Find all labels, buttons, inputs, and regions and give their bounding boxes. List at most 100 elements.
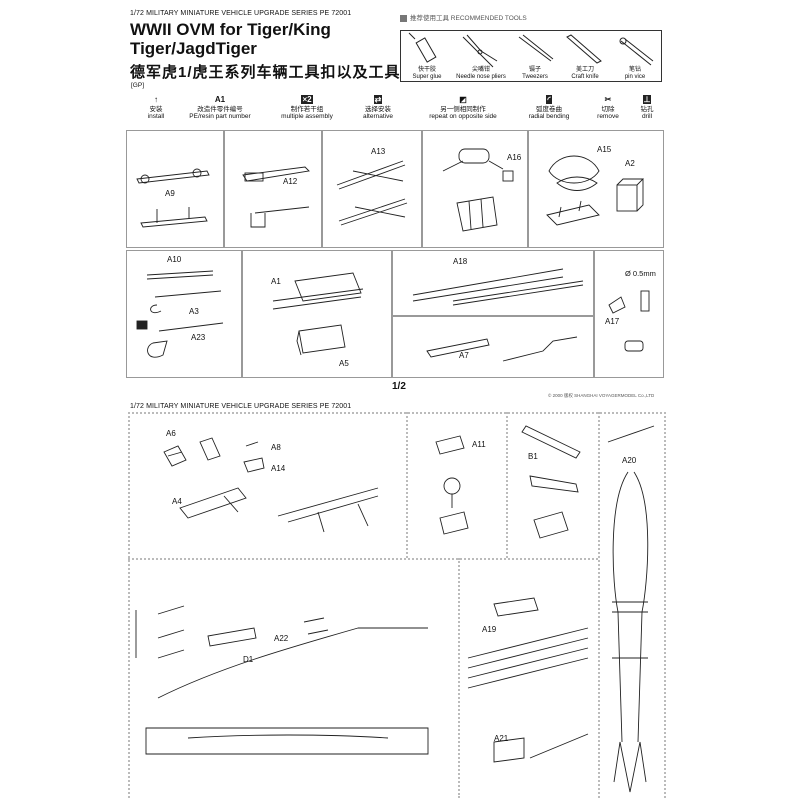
drill-icon: ⊥ [632, 95, 662, 106]
label-a5: A5 [339, 359, 349, 368]
a20-drawing [607, 425, 655, 793]
legend-remove-cn: 切除 [601, 106, 615, 113]
label-a8: A8 [271, 443, 281, 452]
part-number-symbol: A1 [214, 95, 226, 104]
tool-knife-cn: 美工刀 [575, 67, 594, 73]
panel-a9: A9 [126, 130, 224, 248]
label-a1: A1 [271, 277, 281, 286]
label-a19: A19 [482, 625, 497, 634]
legend-remove-en: remove [597, 113, 619, 120]
legend-bending-en: radial bending [528, 113, 570, 120]
label-a14: A14 [271, 464, 286, 473]
title-chinese: 德军虎1/虎王系列车辆工具扣以及工具 [130, 64, 401, 81]
label-a3: A3 [189, 307, 199, 316]
bend-icon: ◜ [516, 95, 582, 106]
panel-a7: A7 [392, 316, 594, 378]
tool-glue-en: Super glue [412, 74, 442, 80]
label-a12: A12 [283, 177, 298, 186]
square-icon [400, 14, 407, 22]
divider-right [664, 412, 666, 798]
a16-drawing [442, 148, 514, 232]
legend-drill-en: drill [641, 113, 653, 120]
label-a13: A13 [371, 147, 386, 156]
d1-a22-drawing [135, 605, 429, 755]
a10-a3-a23-drawing [136, 270, 224, 358]
legend-install-cn: 安装 [149, 106, 163, 113]
tool-tweezers-en: Tweezers [522, 74, 548, 80]
scissors-icon: ✂ [604, 95, 612, 104]
tools-heading-text: 推荐使用工具 RECOMMENDED TOOLS [410, 15, 527, 22]
a12-drawing [242, 166, 310, 228]
divider-mid-4 [458, 558, 460, 798]
label-a16: A16 [507, 153, 522, 162]
tool-pliers-cn: 尖嘴钳 [471, 67, 490, 73]
multiply-symbol: ×2 [301, 95, 313, 104]
label-a9: A9 [165, 189, 175, 198]
divider-left [128, 412, 130, 798]
title-line-1: WWII OVM for Tiger/King [130, 20, 331, 39]
series-label: 1/72 MILITARY MINIATURE VEHICLE UPGRADE … [130, 10, 352, 17]
legend-multiple-en: multiple assembly [281, 113, 333, 120]
label-a22: A22 [274, 634, 289, 643]
page-mark: 1/2 [392, 381, 406, 392]
label-a23: A23 [191, 333, 206, 342]
legend-part-cn: 改造件零件编号 [197, 106, 243, 113]
label-a6: A6 [166, 429, 176, 438]
panel-a15-a2: A15 A2 [528, 130, 664, 248]
panel-a17: Ø 0.5mm A17 [594, 250, 664, 378]
copyright: © 2000 版权 SHANGHAI VOYAGERMODEL Co.,LTD [548, 393, 655, 398]
divider-row [128, 558, 598, 560]
title-line-2: Tiger/JagdTiger [130, 39, 257, 58]
a9-drawing [136, 168, 210, 228]
a1-a5-drawing [272, 272, 364, 356]
label-a10: A10 [167, 255, 182, 264]
divider-mid-1 [406, 412, 408, 558]
label-b1: B1 [528, 452, 538, 461]
a11-drawing [435, 435, 469, 535]
label-a15: A15 [597, 145, 612, 154]
legend-install-en: install [147, 113, 165, 120]
panel-a18: A18 [392, 250, 594, 316]
label-a18: A18 [453, 257, 468, 266]
a18-drawing [412, 268, 584, 306]
panel-a10-a3-a23: A10 A3 A23 [126, 250, 242, 378]
bend-symbol: ◜ [546, 95, 552, 104]
label-a11: A11 [472, 440, 486, 449]
swap-symbol: ⇄ [373, 95, 383, 104]
tool-pinvice-en: pin vice [624, 74, 646, 80]
tool-tweezers-cn: 镊子 [528, 67, 541, 73]
a15-a2-drawing [546, 155, 645, 226]
tools-illustration [408, 32, 654, 68]
a19-a21-drawing [467, 597, 589, 763]
legend-drill-cn: 钻孔 [640, 106, 654, 113]
multiply-icon: ×2 [272, 95, 342, 106]
label-d1: D1 [243, 655, 254, 664]
legend-bending-cn: 弧度卷曲 [536, 106, 562, 113]
label-a7: A7 [459, 351, 469, 360]
panel-a12: A12 [224, 130, 322, 248]
legend-part-en: PE/resin part number [189, 113, 251, 120]
label-a2: A2 [625, 159, 635, 168]
label-diameter: Ø 0.5mm [625, 269, 656, 278]
tool-pliers-en: Needle nose pliers [456, 74, 506, 80]
legend-repeat-en: repeat on opposite side [429, 113, 497, 120]
tool-pinvice-cn: 笔钻 [628, 67, 641, 73]
legend-alternative-en: alternative [363, 113, 393, 120]
legend-alternative-cn: 选择安装 [365, 106, 391, 113]
panel-a1-a5: A1 A5 [242, 250, 392, 378]
a6-a4-drawing [163, 437, 379, 533]
a17-drawing [608, 290, 650, 352]
divider-top [128, 412, 666, 414]
repeat-side-icon: ◩ [459, 95, 467, 104]
arrow-up-icon: ↑ [154, 95, 158, 104]
